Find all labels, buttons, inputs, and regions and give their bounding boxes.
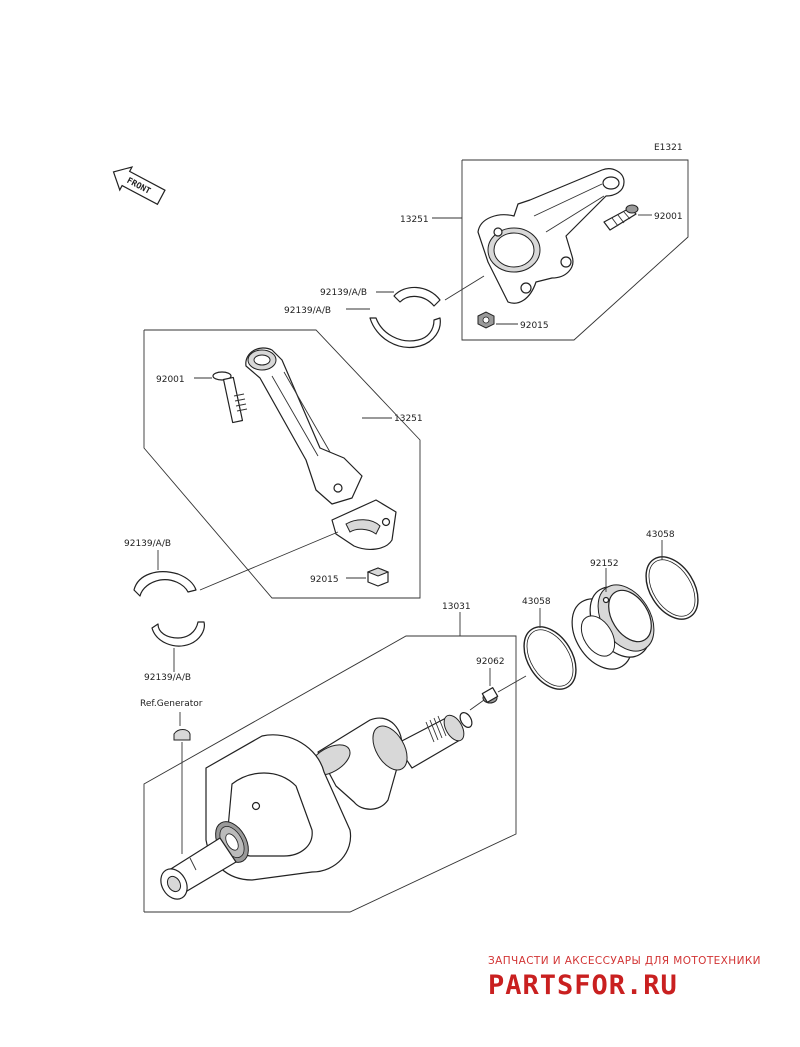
callout-bearing-lower-b: 92139/A/B [144,673,191,683]
ref-generator-label: Ref.Generator [140,699,203,709]
oil-seal-icon [571,584,655,670]
callout-bearing-upper-b: 92139/A/B [284,306,331,316]
callout-plug: 92062 [476,657,505,667]
lower-nut-icon [366,567,390,587]
lower-bolt-icon [212,371,248,424]
callout-conrod-upper: 13251 [400,215,429,225]
lower-connecting-rod [245,347,363,505]
middle-assembly-frame [143,329,421,599]
front-arrow-icon: FRONT [112,166,166,206]
upper-bearing-shell-b [369,317,441,348]
lower-bearing-shell-b [151,621,205,647]
callout-bolt-upper: 92001 [654,212,683,222]
callout-oring-right: 43058 [646,530,675,540]
lower-bearing-shell-a [133,571,197,597]
upper-nut-icon [477,311,495,329]
callout-bearing-upper-a: 92139/A/B [320,288,367,298]
callout-nut-upper: 92015 [520,321,549,331]
callout-conrod-lower: 13251 [394,414,423,424]
watermark-tagline: ЗАПЧАСТИ И АКСЕССУАРЫ ДЛЯ МОТОТЕХНИКИ [488,955,761,967]
upper-connecting-rod [477,168,625,304]
upper-bearing-shell-a [393,286,441,307]
crankshaft-frame [143,635,517,913]
crankshaft [160,712,473,900]
callout-seal: 92152 [590,559,619,569]
plug-icon [481,687,499,704]
callout-nut-lower: 92015 [310,575,339,585]
lower-conrod-cap [331,499,397,550]
diagram-code-label: E1321 [654,143,683,153]
o-ring-left-icon [523,626,577,690]
upper-assembly-frame [461,159,689,341]
upper-bolt-icon [603,204,639,231]
watermark-brand: PARTSFOR.RU [488,970,678,1001]
callout-bolt-lower: 92001 [156,375,185,385]
callout-crankshaft: 13031 [442,602,471,612]
callout-bearing-lower-a: 92139/A/B [124,539,171,549]
callout-oring-left: 43058 [522,597,551,607]
o-ring-right-icon [645,556,699,620]
woodruff-key-icon [173,729,191,741]
